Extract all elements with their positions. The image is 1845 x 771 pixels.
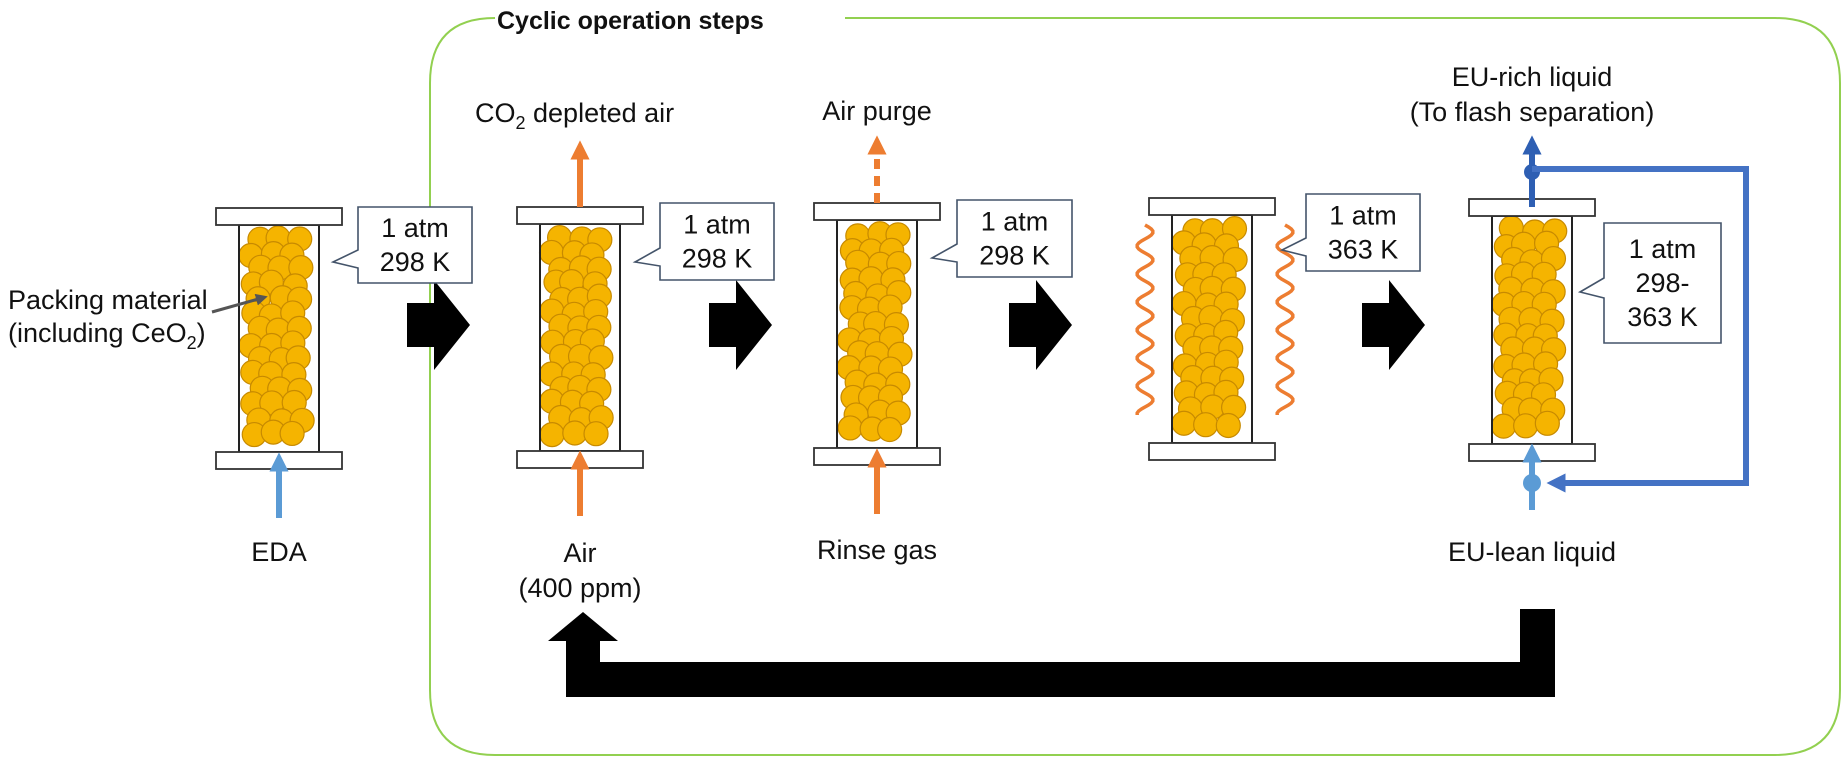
co2-depleted-air-label: CO2 depleted air <box>475 98 674 133</box>
packing-sphere <box>1534 410 1560 436</box>
packing-label-line1: Packing material <box>8 285 208 315</box>
callout-text-line1: 1 atm <box>1629 234 1697 264</box>
cyclic-steps-title: Cyclic operation steps <box>497 7 764 35</box>
columns-group <box>215 197 1596 470</box>
packing-sphere <box>279 420 305 447</box>
packing-sphere <box>837 415 863 441</box>
packing-label-line2: (including CeO2) <box>8 318 206 353</box>
eda-label: EDA <box>251 537 307 567</box>
callout-text-line3: 363 K <box>1627 302 1698 332</box>
callout-text-line1: 1 atm <box>981 207 1049 237</box>
eu-rich-label-line1: EU-rich liquid <box>1452 62 1613 92</box>
condition-callout-2: 1 atm 298 K <box>632 202 775 281</box>
packing-sphere <box>539 421 565 448</box>
callout-text-line1: 1 atm <box>1329 201 1397 231</box>
callout-box <box>632 202 775 281</box>
step-arrow-3 <box>1009 280 1072 370</box>
packing-spheres <box>1171 216 1248 439</box>
packing-spheres <box>836 221 913 443</box>
packing-sphere <box>583 421 609 447</box>
packed-column-5 <box>1468 198 1596 462</box>
packing-sphere <box>562 420 588 446</box>
callout-text-line2: 298 K <box>979 241 1050 271</box>
condition-callout-3: 1 atm 298 K <box>929 199 1073 278</box>
rinse-gas-label: Rinse gas <box>817 535 937 565</box>
packing-sphere <box>877 416 903 443</box>
callout-box <box>1279 193 1421 272</box>
packing-spheres <box>238 225 315 448</box>
packing-sphere <box>1490 413 1517 439</box>
column-top-cap <box>813 202 941 221</box>
column-top-cap <box>215 207 343 226</box>
step-arrow-1 <box>407 280 470 370</box>
packing-spheres <box>1490 215 1568 439</box>
air-label-line2: (400 ppm) <box>518 573 641 603</box>
column-bottom-cap <box>1148 442 1276 461</box>
callout-text-line1: 1 atm <box>683 210 751 240</box>
packed-column-2 <box>516 206 644 469</box>
packed-column-4 <box>1148 197 1276 461</box>
packing-pointer-arrow <box>211 293 268 314</box>
column-top-cap <box>516 206 644 225</box>
step-arrow-4 <box>1362 280 1425 370</box>
air-purge-label: Air purge <box>822 96 932 126</box>
callout-text-line1: 1 atm <box>381 213 449 243</box>
condition-callout-4: 1 atm 363 K <box>1279 193 1421 272</box>
step-arrow-2 <box>709 280 772 370</box>
heater-coil-left <box>1135 223 1155 415</box>
callout-box <box>929 199 1073 278</box>
packed-column-1 <box>215 207 343 470</box>
packing-sphere <box>1215 412 1241 439</box>
callout-text-line2: 298 K <box>380 247 451 277</box>
recycle-loop-line <box>1532 166 1749 493</box>
cycle-return-arrow <box>548 609 1555 697</box>
eu-lean-junction <box>1523 474 1541 492</box>
packing-sphere <box>1171 410 1197 436</box>
packing-sphere <box>1513 413 1539 439</box>
packing-spheres <box>538 224 614 448</box>
eu-lean-label: EU-lean liquid <box>1448 537 1616 567</box>
cyclic-steps-frame <box>429 17 1841 756</box>
callout-box <box>1577 222 1722 344</box>
condition-callout-5: 1 atm 298- 363 K <box>1577 222 1722 344</box>
packing-sphere <box>1193 412 1219 438</box>
conditions-group: 1 atm 298 K 1 atm 298 K 1 atm 298 K 1 atm 363 K… <box>330 193 1722 344</box>
heater-coil-right <box>1275 223 1295 415</box>
air-label-line1: Air <box>564 538 597 568</box>
callout-text-line2: 298 K <box>682 244 753 274</box>
packed-column-3 <box>813 202 941 466</box>
column-top-cap <box>1148 197 1276 216</box>
callout-box <box>330 206 473 284</box>
eu-rich-label-line2: (To flash separation) <box>1410 97 1655 127</box>
callout-text-line2: 363 K <box>1328 235 1399 265</box>
condition-callout-1: 1 atm 298 K <box>330 206 473 284</box>
callout-text-line2: 298- <box>1635 268 1689 298</box>
